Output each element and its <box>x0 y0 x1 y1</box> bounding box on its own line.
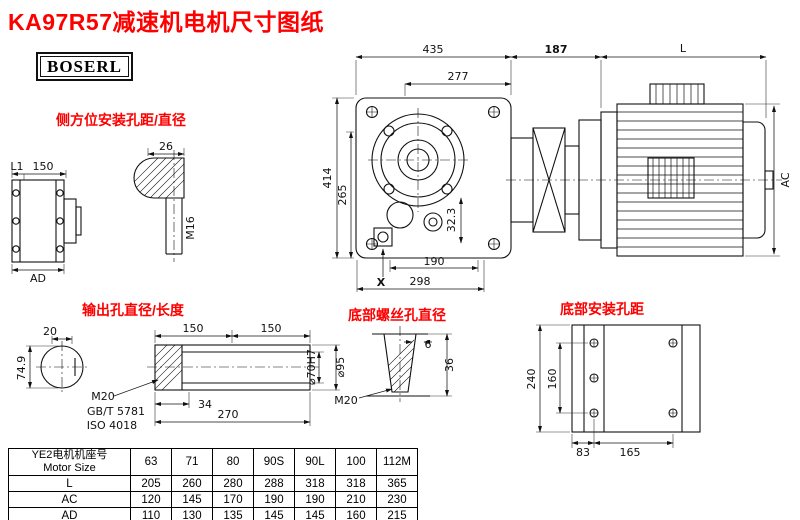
table-cell: 210 <box>335 491 377 509</box>
brand-logo: BOSERL <box>36 52 133 81</box>
table-size-col: 100 <box>335 447 377 477</box>
dim-mount-160: 160 <box>546 369 559 390</box>
table-cell: 365 <box>376 475 418 493</box>
table-header-motor-size: YE2电机机座号 Motor Size <box>8 447 131 477</box>
table-cell: 318 <box>335 475 377 493</box>
hub-hatch <box>155 345 182 390</box>
dim-motor-ac: AC <box>779 172 792 187</box>
dim-shaft-len1: 150 <box>183 322 204 335</box>
dim-shaft-34: 34 <box>198 398 212 411</box>
table-row-L: L 205 260 280 288 318 318 365 <box>8 475 418 493</box>
table-row-AD: AD 110 130 135 145 145 160 215 <box>8 507 418 520</box>
table-row-AC: AC 120 145 170 190 190 210 230 <box>8 491 418 509</box>
dimension-labels: 435 187 L 277 414 265 190 298 32.3 X AC … <box>10 42 792 459</box>
table-header-row: YE2电机机座号 Motor Size 63 71 80 90S 90L 100… <box>8 447 418 477</box>
centerlines <box>36 106 782 417</box>
dim-bore-dia: ⌀70H7 <box>305 349 318 385</box>
dim-screw-thread: M20 <box>334 394 358 407</box>
dim-inner-height: 265 <box>336 185 349 206</box>
dim-slot-width: 26 <box>159 140 173 153</box>
dim-shaft-270: 270 <box>218 408 239 421</box>
brand-logo-text: BOSERL <box>47 56 122 76</box>
dim-mount-240: 240 <box>525 369 538 390</box>
label-side-mount: 侧方位安装孔距/直径 <box>56 112 186 128</box>
table-cell: 170 <box>212 491 254 509</box>
dim-shaft-dia: ⌀95 <box>334 357 347 378</box>
dim-motor-length: L <box>680 42 687 55</box>
dim-key-width: 20 <box>43 325 57 338</box>
slot-hatch <box>134 158 184 198</box>
table-cell: 160 <box>335 507 377 520</box>
output-shaft-view <box>40 344 311 391</box>
table-cell: 135 <box>212 507 254 520</box>
table-cell: 190 <box>253 491 295 509</box>
table-cell: 260 <box>171 475 213 493</box>
table-cell: 145 <box>294 507 336 520</box>
dim-mount-165: 165 <box>620 446 641 459</box>
table-size-col: 63 <box>130 447 172 477</box>
dim-screw-6: 6 <box>425 338 432 351</box>
table-size-col: 90S <box>253 447 295 477</box>
dim-main-height: 414 <box>321 168 334 189</box>
motor-side-view <box>510 83 774 257</box>
table-size-col: 90L <box>294 447 336 477</box>
dim-slot-thread: M16 <box>184 216 197 240</box>
side-mount-view <box>11 179 82 263</box>
table-cell: 120 <box>130 491 172 509</box>
dim-side-l1: L1 <box>10 160 23 173</box>
table-header-en: Motor Size <box>43 462 96 475</box>
row-label: AD <box>8 507 131 520</box>
table-cell: 145 <box>171 491 213 509</box>
dimension-lines <box>11 54 777 446</box>
dim-side-ad: AD <box>30 272 46 285</box>
table-size-col: 71 <box>171 447 213 477</box>
table-cell: 215 <box>376 507 418 520</box>
label-bottom-mount: 底部安装孔距 <box>560 301 644 317</box>
dim-key-height: 74.9 <box>15 356 28 381</box>
dim-out-thread: M20 <box>91 390 115 403</box>
motor-fins <box>617 84 743 248</box>
table-size-col: 80 <box>212 447 254 477</box>
dim-flange-width: 187 <box>545 43 568 56</box>
dim-main-width: 435 <box>423 43 444 56</box>
technical-drawing: 435 187 L 277 414 265 190 298 32.3 X AC … <box>10 42 792 459</box>
motor-size-table: YE2电机机座号 Motor Size 63 71 80 90S 90L 100… <box>8 447 418 520</box>
dim-screw-36: 36 <box>443 358 456 372</box>
row-label: L <box>8 475 131 493</box>
table-cell: 110 <box>130 507 172 520</box>
dim-shaft-offset: 32.3 <box>445 208 458 233</box>
page-title: KA97R57减速机电机尺寸图纸 <box>8 9 324 35</box>
table-cell: 280 <box>212 475 254 493</box>
dim-shaft-len2: 150 <box>261 322 282 335</box>
dim-foot-width: 190 <box>424 255 445 268</box>
table-cell: 130 <box>171 507 213 520</box>
bottom-screw-view <box>366 333 430 397</box>
table-header-cn: YE2电机机座号 <box>31 449 108 461</box>
table-cell: 205 <box>130 475 172 493</box>
label-bottom-screw: 底部螺丝孔直径 <box>348 307 446 323</box>
dim-base-width: 298 <box>410 275 431 288</box>
table-size-col: 112M <box>376 447 418 477</box>
table-cell: 190 <box>294 491 336 509</box>
gearbox-front-view <box>355 97 512 259</box>
label-output-hole: 输出孔直径/长度 <box>82 302 184 318</box>
dim-inner-width: 277 <box>448 70 469 83</box>
row-label: AC <box>8 491 131 509</box>
dim-std2: ISO 4018 <box>87 419 137 432</box>
table-cell: 230 <box>376 491 418 509</box>
table-cell: 288 <box>253 475 295 493</box>
slot-hole-view <box>133 157 185 255</box>
dim-side-150: 150 <box>33 160 54 173</box>
dim-x-mark: X <box>377 276 386 289</box>
table-cell: 318 <box>294 475 336 493</box>
bottom-mount-view <box>571 324 701 433</box>
table-cell: 145 <box>253 507 295 520</box>
dim-mount-83: 83 <box>576 446 590 459</box>
dim-std1: GB/T 5781 <box>87 405 145 418</box>
